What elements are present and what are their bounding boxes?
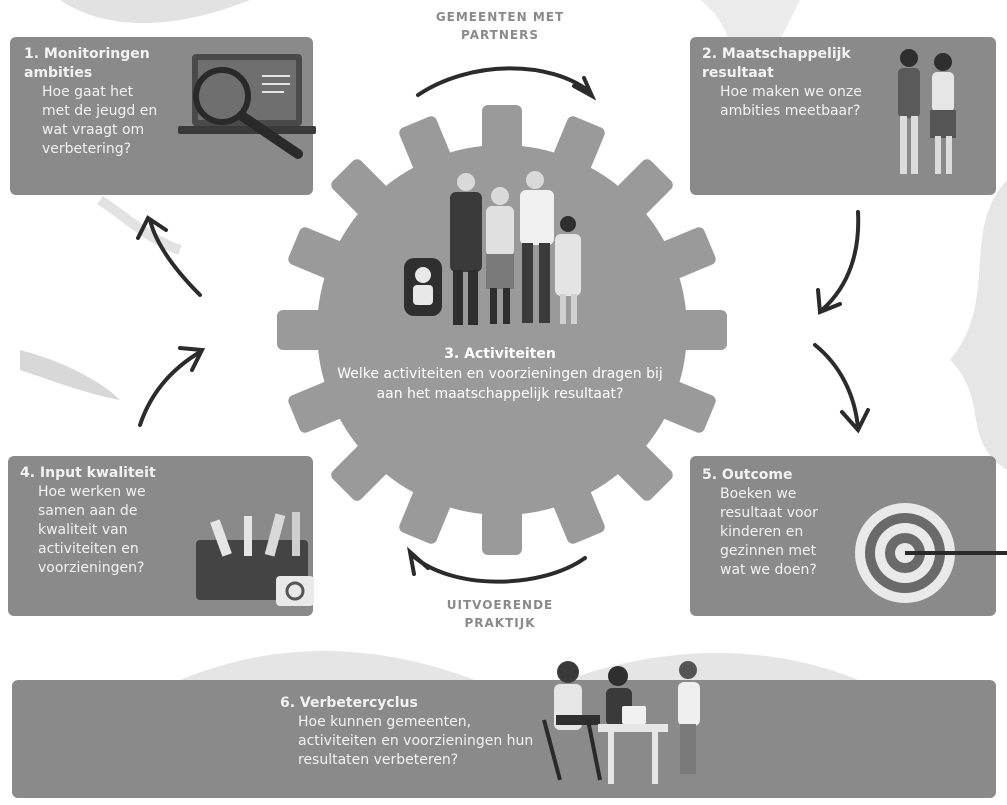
step-1-box: 1. Monitoringen ambities Hoe gaat het me… (10, 37, 313, 195)
step-1-text: Hoe gaat het met de jeugd en wat vraagt … (42, 84, 158, 157)
step-6-box: 6. Verbetercyclus Hoe kunnen gemeenten, … (12, 680, 996, 798)
step-3-text-block: 3. Activiteiten Welke activiteiten en vo… (330, 344, 670, 404)
arrow-left-up (148, 218, 202, 297)
swirl-left (20, 350, 120, 400)
arrow-bottom (410, 553, 587, 584)
step-3-title: 3. Activiteiten (444, 346, 556, 362)
swirl-right (950, 180, 1007, 470)
step-2-title: 2. Maatschappelijk resultaat (702, 46, 851, 81)
step-3-text: Welke activiteiten en voorzieningen drag… (337, 366, 663, 402)
arrow-top (416, 66, 592, 97)
cycle-arrows (136, 66, 870, 584)
step-2-text: Hoe maken we onze ambities meetbaar? (720, 84, 862, 119)
step-4-text: Hoe werken we samen aan de kwaliteit van… (38, 484, 146, 576)
swirl-top-left (60, 0, 250, 24)
label-uitvoerende-praktijk: UITVOERENDE PRAKTIJK (446, 598, 554, 630)
gear (277, 105, 727, 555)
arrow-left-lower (138, 350, 202, 427)
step-6-title: 6. Verbetercyclus (280, 695, 418, 711)
label-gemeenten-met-partners: GEMEENTEN MET PARTNERS (435, 10, 565, 42)
arrow-right-upper (820, 210, 861, 312)
step-5-text: Boeken we resultaat voor kinderen en gez… (720, 486, 818, 578)
step-5-title: 5. Outcome (702, 467, 793, 483)
family-icon (404, 171, 581, 325)
step-2-box: 2. Maatschappelijk resultaat Hoe maken w… (690, 37, 996, 195)
step-4-title: 4. Input kwaliteit (20, 465, 156, 481)
arrow-right-lower (813, 343, 860, 430)
step-4-box: 4. Input kwaliteit Hoe werken we samen a… (8, 456, 313, 616)
step-1-title: 1. Monitoringen ambities (24, 46, 150, 81)
step-6-text: Hoe kunnen gemeenten, activiteiten en vo… (298, 714, 534, 768)
step-5-box: 5. Outcome Boeken we resultaat voor kind… (690, 456, 996, 616)
